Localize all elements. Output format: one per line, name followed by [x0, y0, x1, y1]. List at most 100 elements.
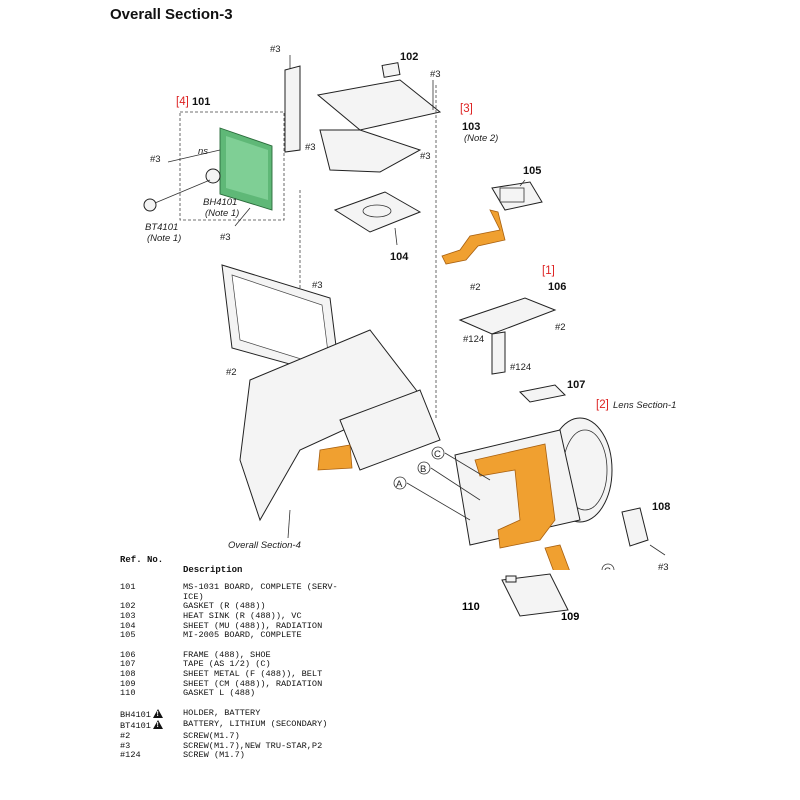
- warning-icon: [152, 708, 163, 719]
- svg-text:C: C: [434, 449, 441, 460]
- legend-row: BH4101HOLDER, BATTERY: [120, 708, 780, 721]
- screw-label-3: #3: [312, 280, 323, 291]
- connector-c: [431, 446, 445, 460]
- legend-desc-header: Description: [183, 564, 243, 575]
- callout-1: [1]: [542, 265, 555, 277]
- callout-4: [4]: [176, 96, 189, 108]
- screw-label-2: #2: [470, 282, 481, 293]
- connector-c: [601, 563, 615, 570]
- bh4101-label: BH4101: [203, 197, 237, 208]
- legend-ref: BT4101: [120, 720, 183, 732]
- legend-ref: 102: [120, 601, 136, 612]
- legend-row: 103 HEAT SINK (R (488)), VC: [120, 610, 780, 622]
- sheet-109: [501, 573, 569, 617]
- screw-label-2: #2: [555, 322, 566, 333]
- legend-row: 105 MI-2005 BOARD, COMPLETE: [120, 631, 780, 641]
- lens-flex-cable: [474, 443, 556, 549]
- warning-icon: [152, 720, 163, 731]
- svg-text:A: A: [396, 479, 403, 490]
- legend-desc: TAPE (AS 1/2) (C): [183, 659, 271, 670]
- screw-label-3: #3: [270, 44, 281, 55]
- legend-row: 109 SHEET (CM (488)), RADIATION: [120, 678, 780, 690]
- exploded-view-diagram: [4] 101 ns #3 BH4101 (Note 1) BT4101 (No…: [143, 44, 676, 570]
- legend-desc: GASKET L (488): [183, 688, 256, 699]
- svg-text:B: B: [420, 464, 426, 475]
- flex-cable: [441, 209, 506, 265]
- gasket-102: [381, 62, 401, 78]
- board-group-outline: [179, 111, 285, 221]
- legend-row: #2 SCREW(M1.7): [120, 730, 780, 742]
- frame-106: [458, 297, 557, 335]
- legend-desc: SCREW (M1.7): [183, 750, 245, 761]
- legend-desc: SHEET METAL (F (488)), BELT: [183, 668, 323, 679]
- lens-section-label: Lens Section-1: [613, 400, 676, 411]
- legend-ref: 103: [120, 610, 136, 621]
- legend-ref: 105: [120, 630, 136, 641]
- legend-ref: 109: [120, 678, 136, 689]
- legend-row: 106 FRAME (488), SHOE: [120, 649, 780, 661]
- part-label-103: 103: [462, 121, 480, 133]
- note1-label: (Note 1): [147, 233, 181, 244]
- part-label-107: 107: [567, 379, 585, 391]
- legend-ref: BH4101: [120, 708, 183, 721]
- legend-row: 110 GASKET L (488): [120, 689, 780, 699]
- part-label-102: 102: [400, 51, 418, 63]
- legend-desc: SHEET (MU (488)), RADIATION: [183, 620, 323, 631]
- part-label-106: 106: [548, 281, 566, 293]
- legend-row: 107 TAPE (AS 1/2) (C): [120, 660, 780, 670]
- legend-ref: 106: [120, 649, 136, 660]
- legend-ref: 108: [120, 668, 136, 679]
- bt4101-label: BT4101: [145, 222, 178, 233]
- legend-desc: FRAME (488), SHOE: [183, 649, 271, 660]
- legend-ref: #2: [120, 730, 131, 741]
- gasket-110: [505, 575, 517, 583]
- legend-row: BT4101BATTERY, LITHIUM (SECONDARY): [120, 720, 780, 732]
- legend-row: #124 SCREW (M1.7): [120, 750, 780, 761]
- screw-label-3: #3: [220, 232, 231, 243]
- callout-3: [3]: [460, 103, 473, 115]
- legend-ref: 101: [120, 582, 136, 593]
- screw-label-124: #124: [463, 334, 484, 345]
- overall-section4-label: Overall Section-4: [228, 540, 301, 551]
- battery-bt4101: [143, 198, 157, 212]
- legend-ref: #3: [120, 740, 131, 751]
- part-label-108: 108: [652, 501, 670, 513]
- camera-body: [239, 329, 421, 522]
- part-label-105: 105: [523, 165, 541, 177]
- legend-desc: BATTERY, LITHIUM (SECONDARY): [183, 719, 328, 730]
- sheet-104: [333, 191, 422, 233]
- heat-sink-103: [316, 79, 442, 131]
- sheet-metal-108: [621, 507, 649, 547]
- callout-2: [2]: [596, 399, 609, 411]
- part-label-110: 110: [462, 601, 480, 613]
- screw-label-3: #3: [420, 151, 431, 162]
- connector-b: [417, 461, 431, 475]
- page-title: Overall Section-3: [110, 6, 233, 23]
- legend-ref: 110: [120, 688, 136, 699]
- screw-label-3: #3: [305, 142, 316, 153]
- legend-row: 108 SHEET METAL (F (488)), BELT: [120, 668, 780, 680]
- legend-ref: #124: [120, 750, 141, 761]
- gasket-sheet-detail: 110 109: [462, 573, 579, 623]
- screw-label-2: #2: [226, 367, 237, 378]
- svg-text:C: C: [604, 566, 611, 570]
- tape-107: [518, 384, 567, 403]
- legend-desc: SHEET (CM (488)), RADIATION: [183, 678, 323, 689]
- screw-label-3: #3: [430, 69, 441, 80]
- part-label-109: 109: [561, 611, 579, 623]
- part-label-104: 104: [390, 251, 409, 263]
- part-label-101: 101: [192, 96, 210, 108]
- note1-label: (Note 1): [205, 208, 239, 219]
- screw-label-124: #124: [510, 362, 531, 373]
- legend-desc: HEAT SINK (R (488)), VC: [183, 610, 302, 621]
- main-board: [339, 389, 441, 471]
- connector-a: [393, 476, 407, 490]
- legend-desc: MI-2005 BOARD, COMPLETE: [183, 630, 302, 641]
- legend-ref: 107: [120, 659, 136, 670]
- legend-desc: SCREW(M1.7): [183, 730, 240, 741]
